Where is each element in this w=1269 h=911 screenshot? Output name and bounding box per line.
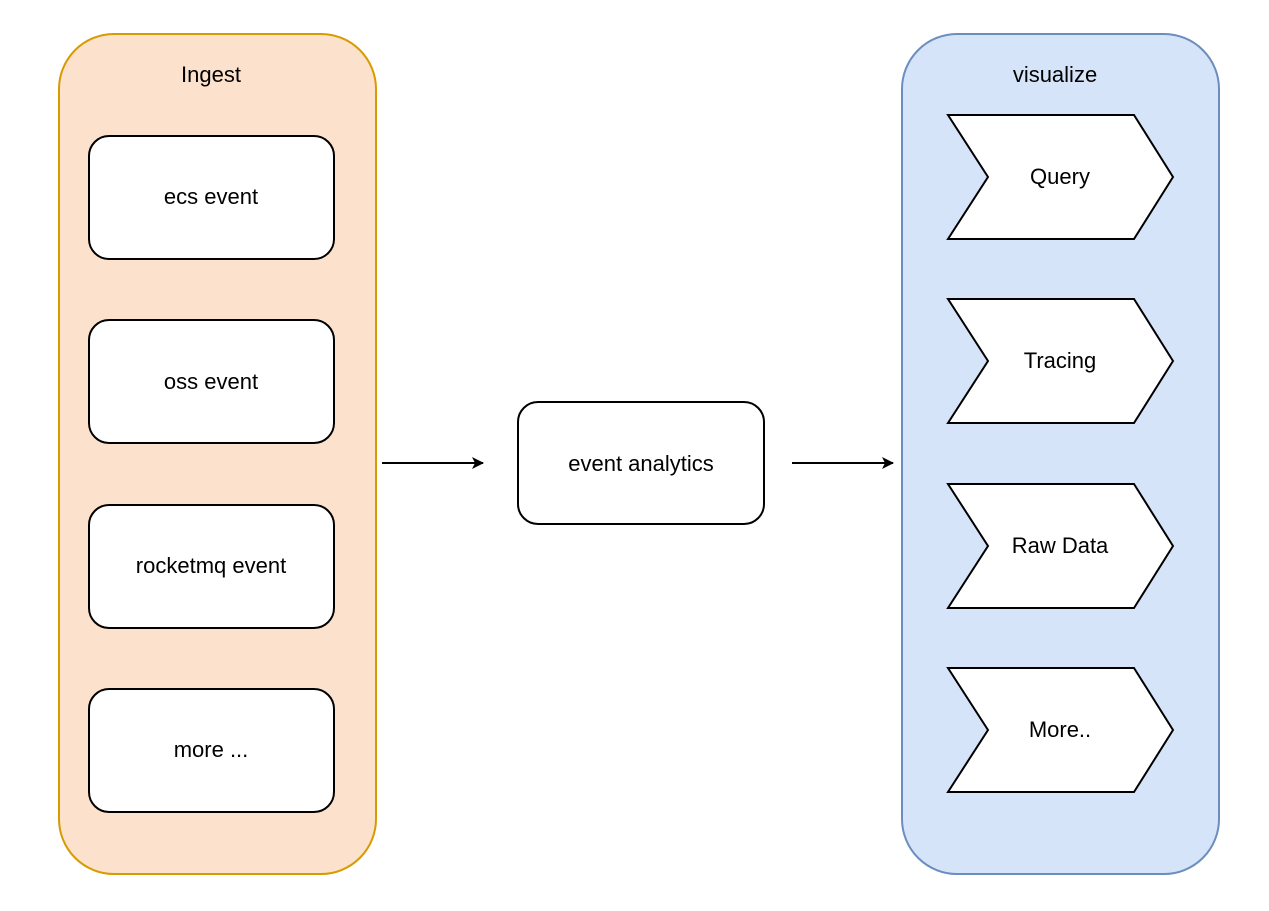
chevron-shape (946, 483, 1175, 609)
analytics-box (517, 401, 765, 525)
ingest-item-box (88, 135, 335, 260)
visualize-item: Raw Data (946, 483, 1175, 609)
ingest-item: ecs event (88, 135, 335, 260)
visualize-item-label: Query (1030, 164, 1090, 189)
ingest-item-label: ecs event (164, 184, 258, 209)
chevron-shape (946, 114, 1175, 240)
analytics-node: event analytics (517, 401, 765, 525)
visualize-item-label: More.. (1029, 717, 1091, 742)
ingest-item-label: oss event (164, 369, 258, 394)
visualize-item-label: Raw Data (1012, 533, 1109, 558)
analytics-label: event analytics (568, 451, 714, 476)
visualize-item: More.. (946, 667, 1175, 793)
visualize-title: visualize (1013, 62, 1097, 87)
ingest-title: Ingest (181, 62, 241, 87)
visualize-item-label: Tracing (1024, 348, 1097, 373)
ingest-item: more ... (88, 688, 335, 813)
ingest-item: rocketmq event (88, 504, 335, 629)
visualize-item: Tracing (946, 298, 1175, 424)
chevron-shape (946, 298, 1175, 424)
visualize-container-box (901, 33, 1220, 875)
ingest-item-box (88, 504, 335, 629)
ingest-item-label: rocketmq event (136, 553, 286, 578)
ingest-item: oss event (88, 319, 335, 444)
ingest-item-box (88, 688, 335, 813)
visualize-item: Query (946, 114, 1175, 240)
ingest-item-label: more ... (174, 737, 249, 762)
visualize-container: visualize (901, 33, 1220, 875)
ingest-item-box (88, 319, 335, 444)
chevron-shape (946, 667, 1175, 793)
